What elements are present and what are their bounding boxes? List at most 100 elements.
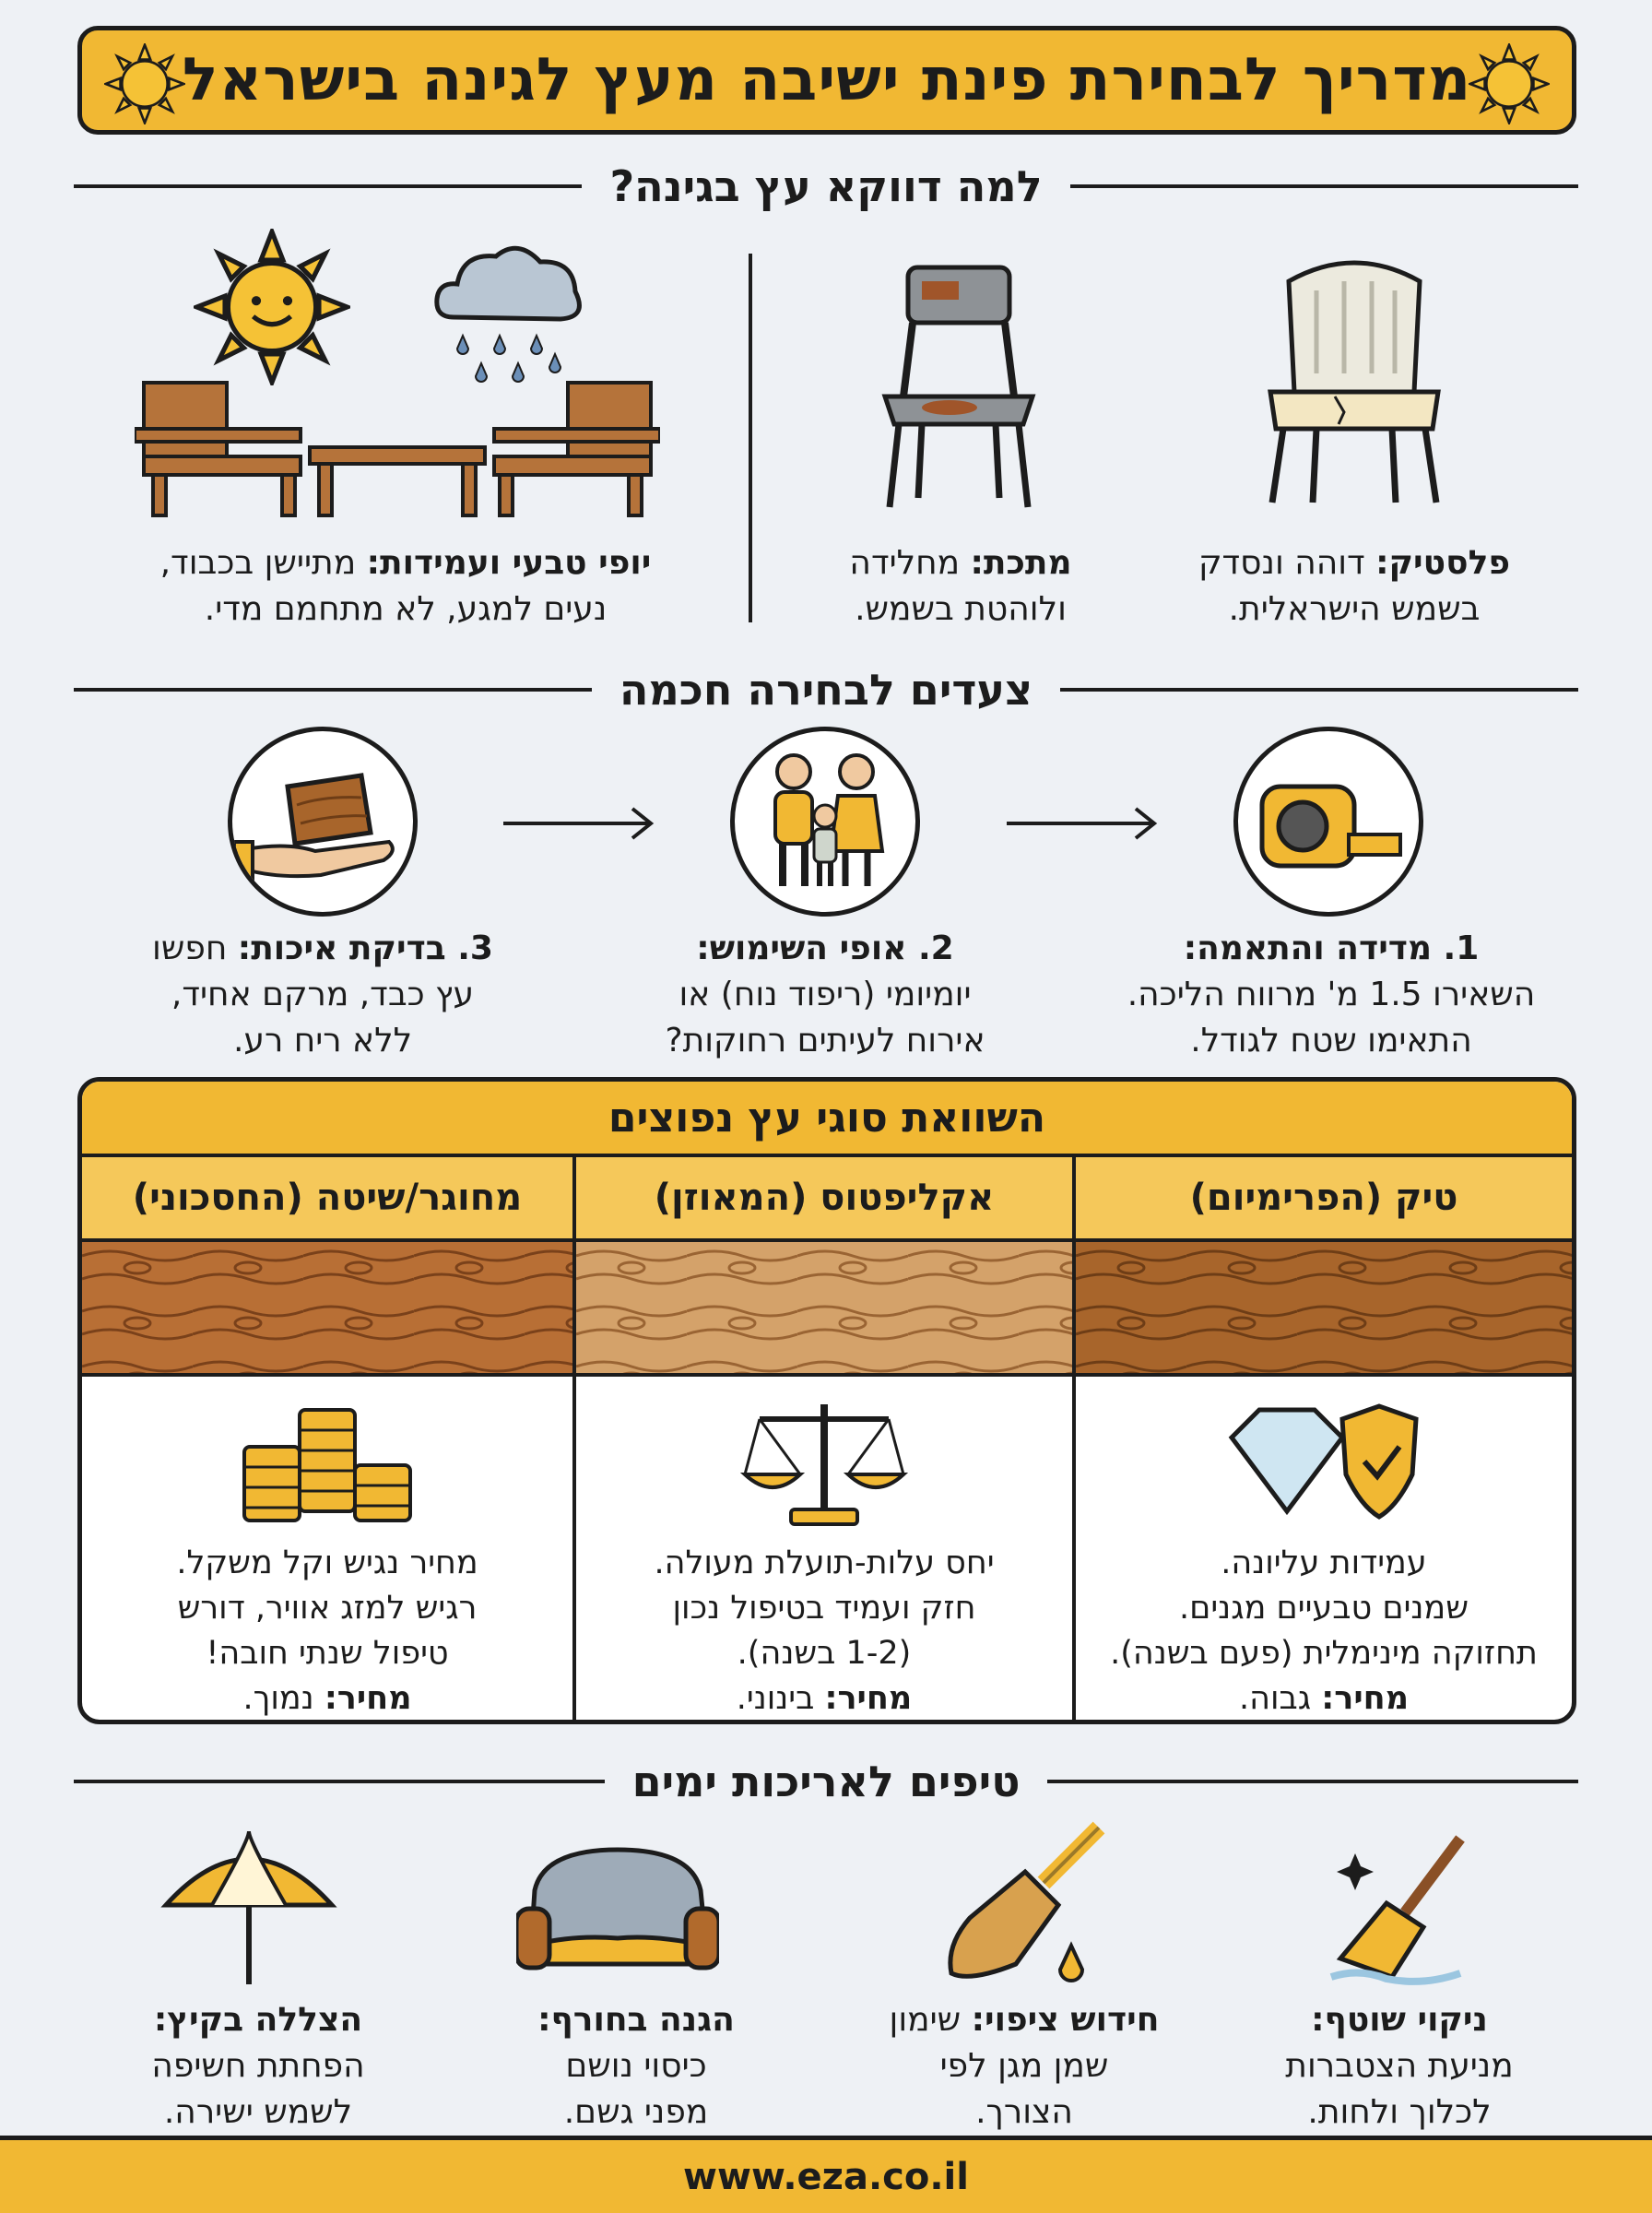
tip-winter: הגנה בחורף: כיסוי נושם מפני גשם. xyxy=(470,1997,802,2136)
eucalyptus-line1: יחס עלות-תועלת מעולה. xyxy=(654,1544,995,1581)
smiling-sun-icon xyxy=(194,229,350,385)
tip-coating-line2: שמן מגן לפי xyxy=(939,2047,1109,2085)
tip-winter-line3: מפני גשם. xyxy=(563,2093,709,2131)
tip-coating-line3: הצורך. xyxy=(975,2093,1073,2131)
step-1-caption: 1. מדידה והתאמה: השאירו 1.5 מ' מרווח הלי… xyxy=(1110,926,1552,1064)
why-wood-label: יופי טבעי ועמידות: xyxy=(366,544,652,582)
section-divider xyxy=(749,254,752,622)
eucalyptus-line2: חזק ועמיד בטיפול נכון xyxy=(672,1590,976,1627)
family-icon xyxy=(773,753,885,886)
umbrella-icon xyxy=(160,1830,337,1984)
tip-summer: הצללה בקיץ: הפחתת חשיפה לשמש ישירה. xyxy=(92,1997,424,2136)
arrow-left-icon xyxy=(1007,807,1158,840)
tip-cleaning-line3: לכלוך ולחות. xyxy=(1307,2093,1492,2131)
tip-coating-line1: שימון xyxy=(889,2001,972,2039)
broom-icon xyxy=(1329,1835,1465,1985)
tip-winter-line2: כיסוי נושם xyxy=(565,2047,707,2085)
tip-cleaning-line2: מניעת הצטברות xyxy=(1285,2047,1514,2085)
why-plastic-label: פלסטיק: xyxy=(1375,544,1511,582)
title-banner: מדריך לבחירת פינת ישיבה מעץ לגינה בישראל xyxy=(77,26,1576,135)
rusty-metal-chair-icon xyxy=(881,265,1036,508)
wood-comparison-table: השוואת סוגי עץ נפוצים טיק (הפרימיום) אקל… xyxy=(77,1077,1576,1724)
tape-measure-icon xyxy=(1259,784,1402,869)
teak-wood-texture xyxy=(1076,1242,1572,1377)
step-1-line3: התאימו שטח לגודל. xyxy=(1190,1022,1472,1059)
step-2-caption: 2. אופי השימוש: יומיומי (ריפוד נוח) או א… xyxy=(599,926,1051,1064)
footer-url-text[interactable]: www.eza.co.il xyxy=(683,2155,969,2198)
step-2-line3: אירוח לעיתים רחוקות? xyxy=(665,1022,985,1059)
acacia-line3: טיפול שנתי חובה! xyxy=(206,1635,449,1672)
section-steps-title: צעדים לבחירה חכמה xyxy=(619,665,1033,715)
step-2-label: 2. אופי השימוש: xyxy=(696,929,954,967)
tip-summer-line3: לשמש ישירה. xyxy=(163,2093,353,2131)
step-3-line2: עץ כבד, מרקם אחיד, xyxy=(171,976,475,1013)
tip-summer-label: הצללה בקיץ: xyxy=(153,2001,363,2039)
acacia-line2: רגיש למזג אוויר, דורש xyxy=(177,1590,478,1627)
coin-stack-icon xyxy=(242,1408,412,1522)
step-usage-circle xyxy=(730,727,920,917)
teak-price-label: מחיר: xyxy=(1321,1680,1410,1717)
step-1-line2: השאירו 1.5 מ' מרווח הליכה. xyxy=(1127,976,1536,1013)
tip-winter-label: הגנה בחורף: xyxy=(537,2001,735,2039)
step-measure-circle xyxy=(1233,727,1423,917)
tip-cleaning-label: ניקוי שוטף: xyxy=(1311,2001,1488,2039)
column-divider xyxy=(1072,1157,1076,1720)
why-metal: מתכת: מחלידה ולוהטת בשמש. xyxy=(776,540,1145,633)
why-wood-line2: נעים למגע, לא מתחמם מדי. xyxy=(204,590,608,628)
step-3-caption: 3. בדיקת איכות: חפשו עץ כבד, מרקם אחיד, … xyxy=(111,926,535,1064)
teak-price: גבוה. xyxy=(1238,1680,1322,1717)
eucalyptus-price: בינוני. xyxy=(736,1680,825,1717)
why-plastic-line2: בשמש הישראלית. xyxy=(1228,590,1481,628)
section-why-header: למה דווקא עץ בגינה? xyxy=(73,159,1578,214)
rain-cloud-icon xyxy=(434,245,582,383)
column-divider xyxy=(572,1157,576,1720)
acacia-price-label: מחיר: xyxy=(324,1680,412,1717)
eucalyptus-price-label: מחיר: xyxy=(824,1680,913,1717)
acacia-price: נמוך. xyxy=(242,1680,324,1717)
col-head-teak: טיק (הפרימיום) xyxy=(1076,1157,1572,1242)
footer-url[interactable]: www.eza.co.il xyxy=(0,2136,1652,2213)
covered-sofa-icon xyxy=(516,1847,719,1970)
why-wood-line1: מתיישן בכבוד, xyxy=(159,544,367,582)
eucalyptus-text: יחס עלות-תועלת מעולה. חזק ועמיד בטיפול נ… xyxy=(576,1541,1072,1720)
col-head-acacia: מחוגר/שיטה (החסכוני) xyxy=(82,1157,572,1242)
tip-coating: חידוש ציפוי: שימון שמן מגן לפי הצורך. xyxy=(844,1997,1204,2136)
sun-icon xyxy=(104,43,185,124)
col-body-eucalyptus: יחס עלות-תועלת מעולה. חזק ועמיד בטיפול נ… xyxy=(576,1377,1072,1720)
acacia-wood-texture xyxy=(82,1242,572,1377)
col-body-acacia: מחיר נגיש וקל משקל. רגיש למזג אוויר, דור… xyxy=(82,1377,572,1720)
why-plastic-line1: דוהה ונסדק xyxy=(1198,544,1376,582)
balance-scale-icon xyxy=(739,1404,909,1526)
comparison-title: השוואת סוגי עץ נפוצים xyxy=(82,1082,1572,1157)
why-metal-line2: ולוהטת בשמש. xyxy=(855,590,1067,628)
col-head-eucalyptus: אקליפטוס (המאוזן) xyxy=(576,1157,1072,1242)
section-tips-header: טיפים לאריכות ימים xyxy=(74,1754,1578,1809)
acacia-line1: מחיר נגיש וקל משקל. xyxy=(176,1544,478,1581)
teak-line2: שמנים טבעיים מגנים. xyxy=(1179,1590,1469,1627)
diamond-shield-icon xyxy=(1228,1403,1419,1520)
eucalyptus-wood-texture xyxy=(576,1242,1072,1377)
section-steps-header: צעדים לבחירה חכמה xyxy=(74,662,1578,717)
teak-line3: תחזוקה מינימלית (פעם בשנה). xyxy=(1110,1635,1538,1672)
why-plastic: פלסטיק: דוהה ונסדק בשמש הישראלית. xyxy=(1156,540,1552,633)
tip-cleaning: ניקוי שוטף: מניעת הצטברות לכלוך ולחות. xyxy=(1233,1997,1565,2136)
step-3-line1: חפשו xyxy=(152,929,238,967)
tip-coating-label: חידוש ציפוי: xyxy=(971,2001,1160,2039)
step-3-line3: ללא ריח רע. xyxy=(232,1022,413,1059)
teak-text: עמידות עליונה. שמנים טבעיים מגנים. תחזוק… xyxy=(1076,1541,1572,1720)
arrow-left-icon xyxy=(503,807,655,840)
teak-line1: עמידות עליונה. xyxy=(1221,1544,1427,1581)
step-quality-circle xyxy=(228,727,418,917)
eucalyptus-line3: (1-2 בשנה). xyxy=(737,1635,912,1672)
why-metal-line1: מחלידה xyxy=(849,544,971,582)
sun-icon xyxy=(1469,43,1550,124)
step-1-label: 1. מדידה והתאמה: xyxy=(1183,929,1480,967)
hand-wood-icon xyxy=(232,773,395,881)
step-2-line2: יומיומי (ריפוד נוח) או xyxy=(678,976,972,1013)
wooden-furniture-set-icon xyxy=(135,381,660,517)
tip-summer-line2: הפחתת חשיפה xyxy=(151,2047,365,2085)
paintbrush-icon xyxy=(948,1821,1105,1982)
plastic-chair-icon xyxy=(1268,260,1441,503)
col-body-teak: עמידות עליונה. שמנים טבעיים מגנים. תחזוק… xyxy=(1076,1377,1572,1720)
step-3-label: 3. בדיקת איכות: xyxy=(237,929,493,967)
